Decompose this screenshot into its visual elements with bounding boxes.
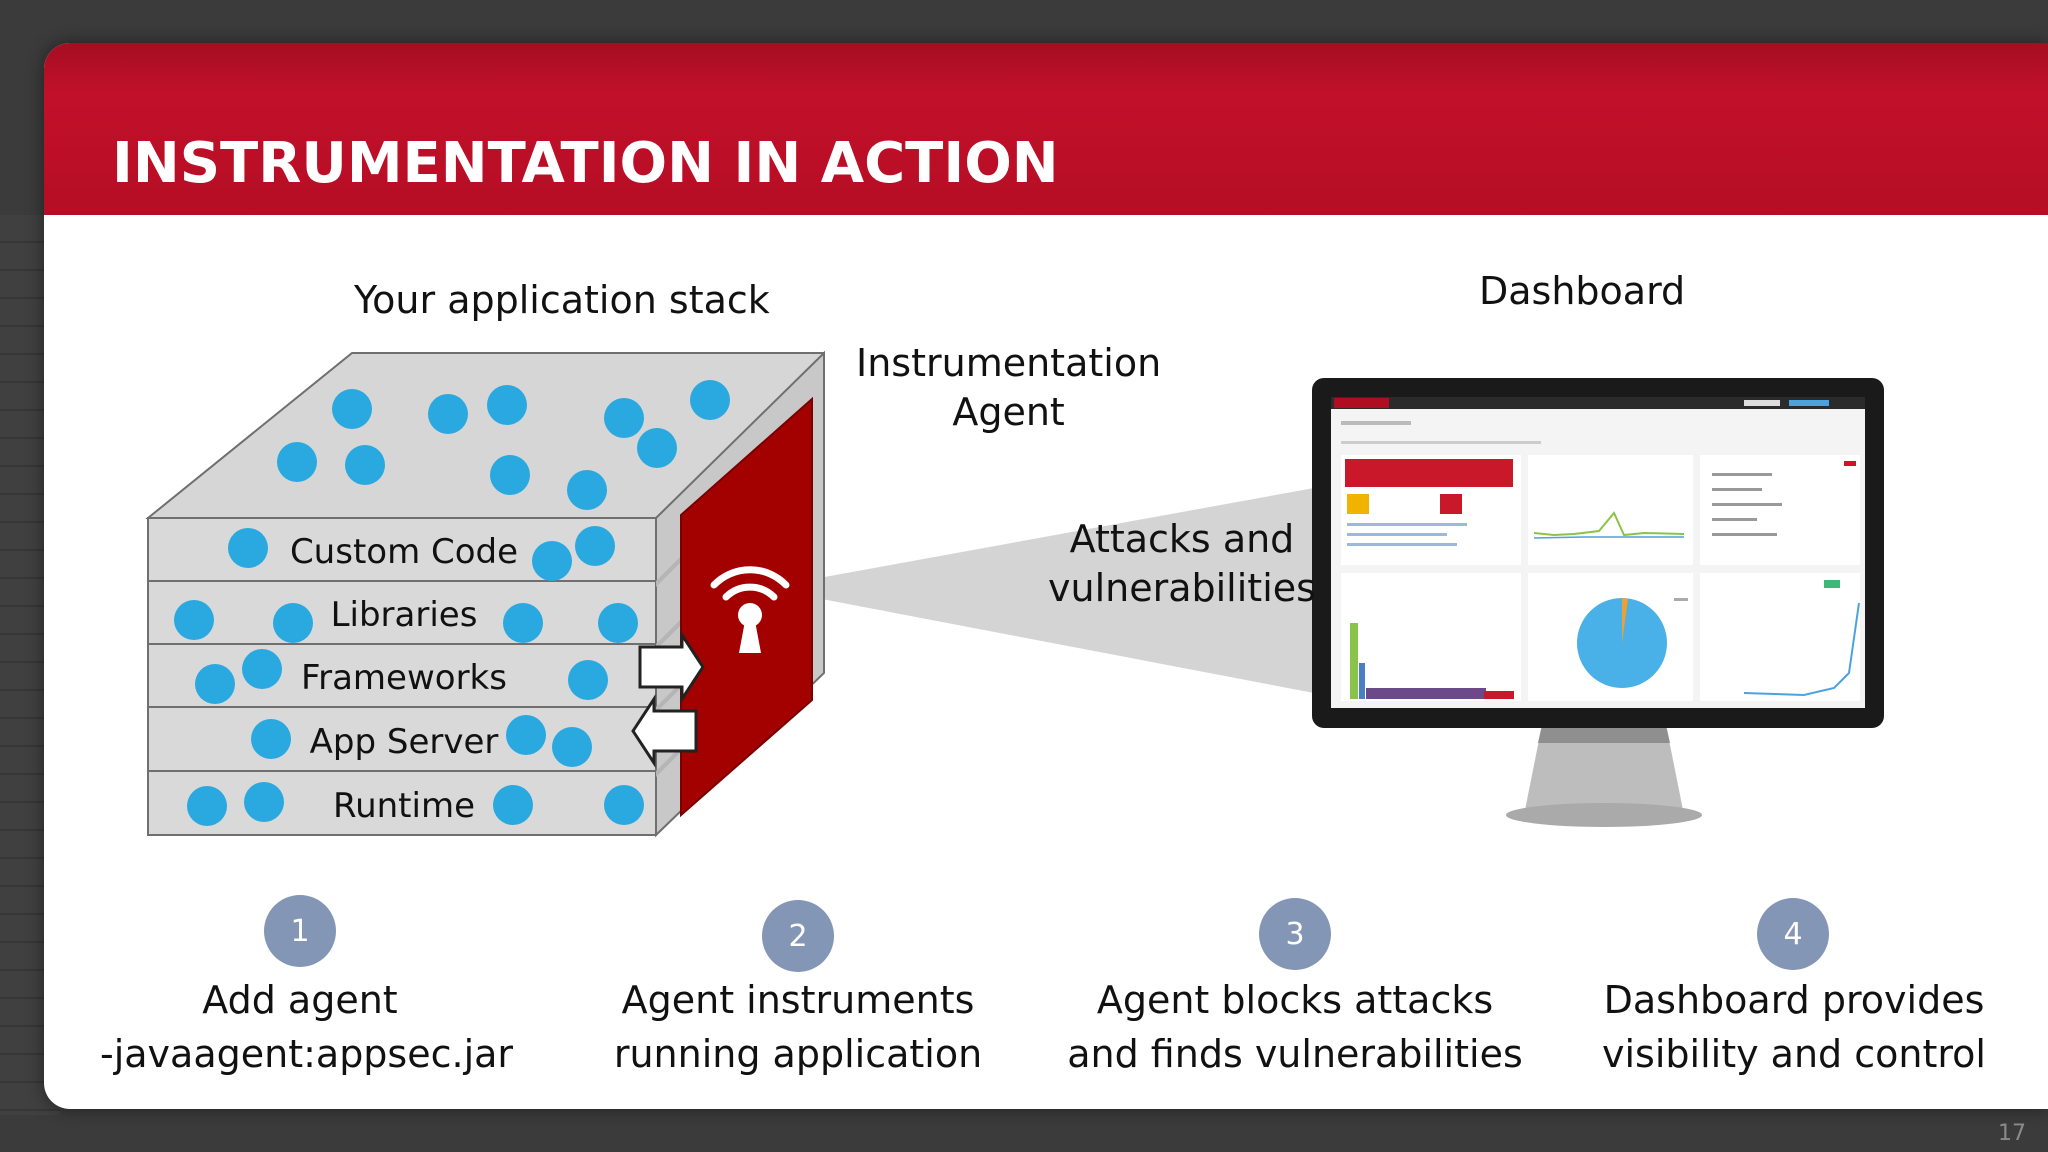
- arrow-left-icon: [631, 693, 698, 769]
- arrow-right-icon: [638, 629, 705, 705]
- agent-label: Instrumentation Agent: [856, 341, 1162, 435]
- data-dot: [174, 600, 214, 640]
- layer-label-app-server: App Server: [310, 722, 499, 762]
- layer-label-runtime: Runtime: [333, 786, 475, 826]
- layer-row: [147, 770, 657, 836]
- data-dot: [690, 380, 730, 420]
- stack-title: Your application stack: [354, 278, 770, 322]
- step-1-line-1: Add agent: [202, 978, 398, 1022]
- data-dot: [604, 398, 644, 438]
- data-dot: [506, 715, 546, 755]
- data-dot: [345, 445, 385, 485]
- dashboard-title: Dashboard: [1479, 269, 1686, 313]
- data-dot: [332, 389, 372, 429]
- step-3-text: Agent blocks attacks and finds vulnerabi…: [1050, 973, 1540, 1081]
- data-dot: [187, 786, 227, 826]
- step-4-line-2: visibility and control: [1602, 1032, 1986, 1076]
- step-3-number: 3: [1259, 898, 1331, 970]
- page-number: 17: [1998, 1121, 2026, 1146]
- data-dot: [637, 428, 677, 468]
- monitor-icon: [1312, 378, 1884, 827]
- step-2-number: 2: [762, 900, 834, 972]
- step-4-text: Dashboard provides visibility and contro…: [1584, 973, 2004, 1081]
- data-dot: [195, 664, 235, 704]
- layer-label-custom-code: Custom Code: [290, 532, 518, 572]
- step-1-text: Add agent -javaagent:appsec.jar: [100, 973, 514, 1081]
- layer-label-libraries: Libraries: [331, 595, 478, 635]
- data-dot: [604, 785, 644, 825]
- data-dot: [493, 785, 533, 825]
- data-dot: [490, 455, 530, 495]
- title-banner: [44, 43, 2048, 215]
- slide: INSTRUMENTATION IN ACTION Custom Code Li…: [44, 43, 2048, 1109]
- instrumentation-diagram: Custom Code Libraries Frameworks App Ser…: [145, 350, 1884, 838]
- data-dot: [277, 442, 317, 482]
- data-dot: [273, 603, 313, 643]
- step-2-text: Agent instruments running application: [587, 973, 1009, 1081]
- wifi-keyhole-icon: [710, 566, 790, 653]
- step-1-number: 1: [264, 895, 336, 967]
- data-dot: [575, 526, 615, 566]
- slide-title: INSTRUMENTATION IN ACTION: [112, 131, 1059, 196]
- step-4-number: 4: [1757, 898, 1829, 970]
- data-dot: [242, 649, 282, 689]
- instrumented-points: [174, 380, 730, 826]
- data-dot: [532, 541, 572, 581]
- data-dot: [244, 782, 284, 822]
- layer-row: [147, 580, 657, 645]
- step-3-line-1: Agent blocks attacks: [1096, 978, 1494, 1022]
- step-2-line-2: running application: [613, 1032, 983, 1076]
- data-dot: [487, 385, 527, 425]
- step-1-line-2: -javaagent:appsec.jar: [100, 1032, 514, 1076]
- attack-beam: [764, 488, 1314, 693]
- step-4-line-1: Dashboard provides: [1603, 978, 1985, 1022]
- data-dot: [251, 719, 291, 759]
- data-dot: [552, 727, 592, 767]
- data-dot: [598, 603, 638, 643]
- data-dot: [503, 603, 543, 643]
- step-3-line-2: and finds vulnerabilities: [1067, 1032, 1523, 1076]
- data-dot: [568, 660, 608, 700]
- data-dot: [567, 470, 607, 510]
- data-dot: [428, 394, 468, 434]
- data-dot: [228, 528, 268, 568]
- step-2-line-1: Agent instruments: [621, 978, 975, 1022]
- attacks-label: Attacks and vulnerabilities: [1048, 517, 1316, 611]
- layer-label-frameworks: Frameworks: [301, 658, 507, 698]
